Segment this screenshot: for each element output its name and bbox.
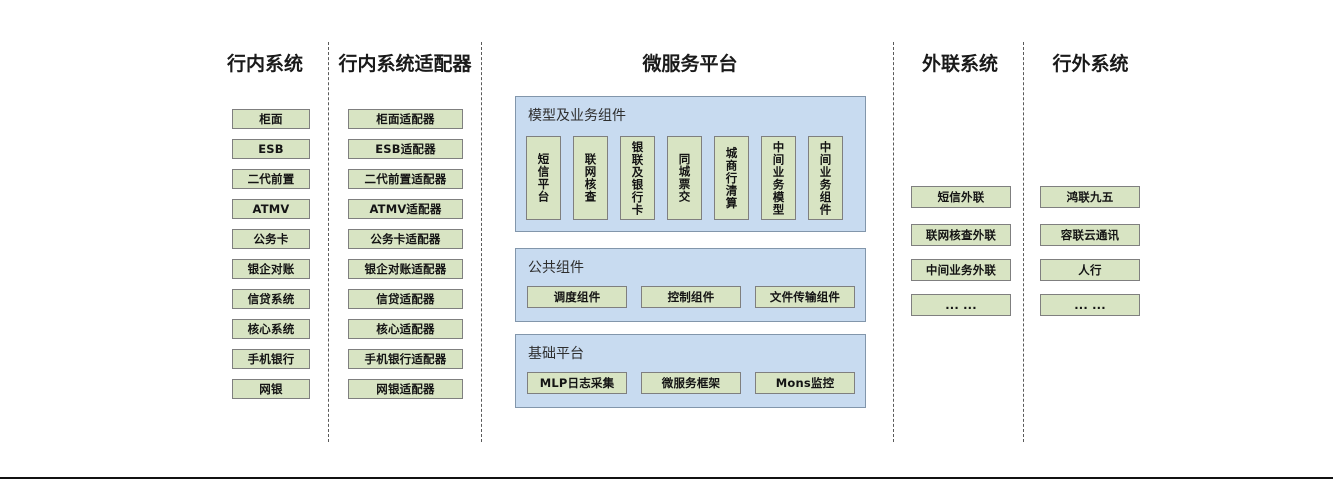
column-title-internal-systems: 行内系统 xyxy=(226,53,303,75)
node-outside-bank-system[interactable]: 人行 xyxy=(1040,259,1140,281)
node-public-component[interactable]: 文件传输组件 xyxy=(755,286,855,308)
node-internal-adapter[interactable]: ESB适配器 xyxy=(348,139,463,159)
node-internal-system[interactable]: 柜面 xyxy=(232,109,310,129)
node-internal-system[interactable]: 信贷系统 xyxy=(232,289,310,309)
node-internal-adapter[interactable]: ATMV适配器 xyxy=(348,199,463,219)
node-internal-system[interactable]: 网银 xyxy=(232,379,310,399)
panel-title-model-and-business-components: 模型及业务组件 xyxy=(528,108,626,124)
node-public-component[interactable]: 控制组件 xyxy=(641,286,741,308)
node-external-liaison-system[interactable]: ... ... xyxy=(911,294,1011,316)
node-internal-adapter[interactable]: 公务卡适配器 xyxy=(348,229,463,249)
column-divider-1 xyxy=(328,42,329,442)
bottom-rule xyxy=(0,477,1333,479)
node-internal-adapter[interactable]: 银企对账适配器 xyxy=(348,259,463,279)
panel-title-base-platform: 基础平台 xyxy=(528,346,584,362)
column-divider-4 xyxy=(1023,42,1024,442)
node-external-liaison-system[interactable]: 短信外联 xyxy=(911,186,1011,208)
node-internal-adapter[interactable]: 信贷适配器 xyxy=(348,289,463,309)
column-divider-3 xyxy=(893,42,894,442)
node-base-platform-component[interactable]: 微服务框架 xyxy=(641,372,741,394)
node-internal-system[interactable]: ESB xyxy=(232,139,310,159)
column-title-outside-bank: 行外系统 xyxy=(1052,53,1129,75)
panel-public-components: 公共组件 xyxy=(515,248,866,322)
node-internal-adapter[interactable]: 网银适配器 xyxy=(348,379,463,399)
node-business-component[interactable]: 同城票交 xyxy=(667,136,702,220)
node-public-component[interactable]: 调度组件 xyxy=(527,286,627,308)
node-internal-adapter[interactable]: 核心适配器 xyxy=(348,319,463,339)
node-business-component[interactable]: 短信平台 xyxy=(526,136,561,220)
node-outside-bank-system[interactable]: 鸿联九五 xyxy=(1040,186,1140,208)
node-business-component[interactable]: 中间业务组件 xyxy=(808,136,843,220)
node-internal-system[interactable]: 核心系统 xyxy=(232,319,310,339)
node-outside-bank-system[interactable]: 容联云通讯 xyxy=(1040,224,1140,246)
node-internal-adapter[interactable]: 柜面适配器 xyxy=(348,109,463,129)
node-business-component[interactable]: 银联及银行卡 xyxy=(620,136,655,220)
node-internal-system[interactable]: 银企对账 xyxy=(232,259,310,279)
column-title-external-liaison: 外联系统 xyxy=(921,53,998,75)
node-outside-bank-system[interactable]: ... ... xyxy=(1040,294,1140,316)
node-internal-system[interactable]: ATMV xyxy=(232,199,310,219)
panel-base-platform: 基础平台 xyxy=(515,334,866,408)
panel-title-public-components: 公共组件 xyxy=(528,260,584,276)
node-internal-adapter[interactable]: 二代前置适配器 xyxy=(348,169,463,189)
node-internal-adapter[interactable]: 手机银行适配器 xyxy=(348,349,463,369)
node-internal-system[interactable]: 手机银行 xyxy=(232,349,310,369)
node-business-component[interactable]: 联网核查 xyxy=(573,136,608,220)
node-external-liaison-system[interactable]: 联网核查外联 xyxy=(911,224,1011,246)
node-external-liaison-system[interactable]: 中间业务外联 xyxy=(911,259,1011,281)
node-base-platform-component[interactable]: MLP日志采集 xyxy=(527,372,627,394)
node-business-component[interactable]: 城商行清算 xyxy=(714,136,749,220)
node-internal-system[interactable]: 公务卡 xyxy=(232,229,310,249)
column-title-internal-adapters: 行内系统适配器 xyxy=(338,53,472,75)
node-internal-system[interactable]: 二代前置 xyxy=(232,169,310,189)
column-title-microservice-platform: 微服务平台 xyxy=(642,53,738,75)
column-divider-2 xyxy=(481,42,482,442)
node-base-platform-component[interactable]: Mons监控 xyxy=(755,372,855,394)
node-business-component[interactable]: 中间业务模型 xyxy=(761,136,796,220)
